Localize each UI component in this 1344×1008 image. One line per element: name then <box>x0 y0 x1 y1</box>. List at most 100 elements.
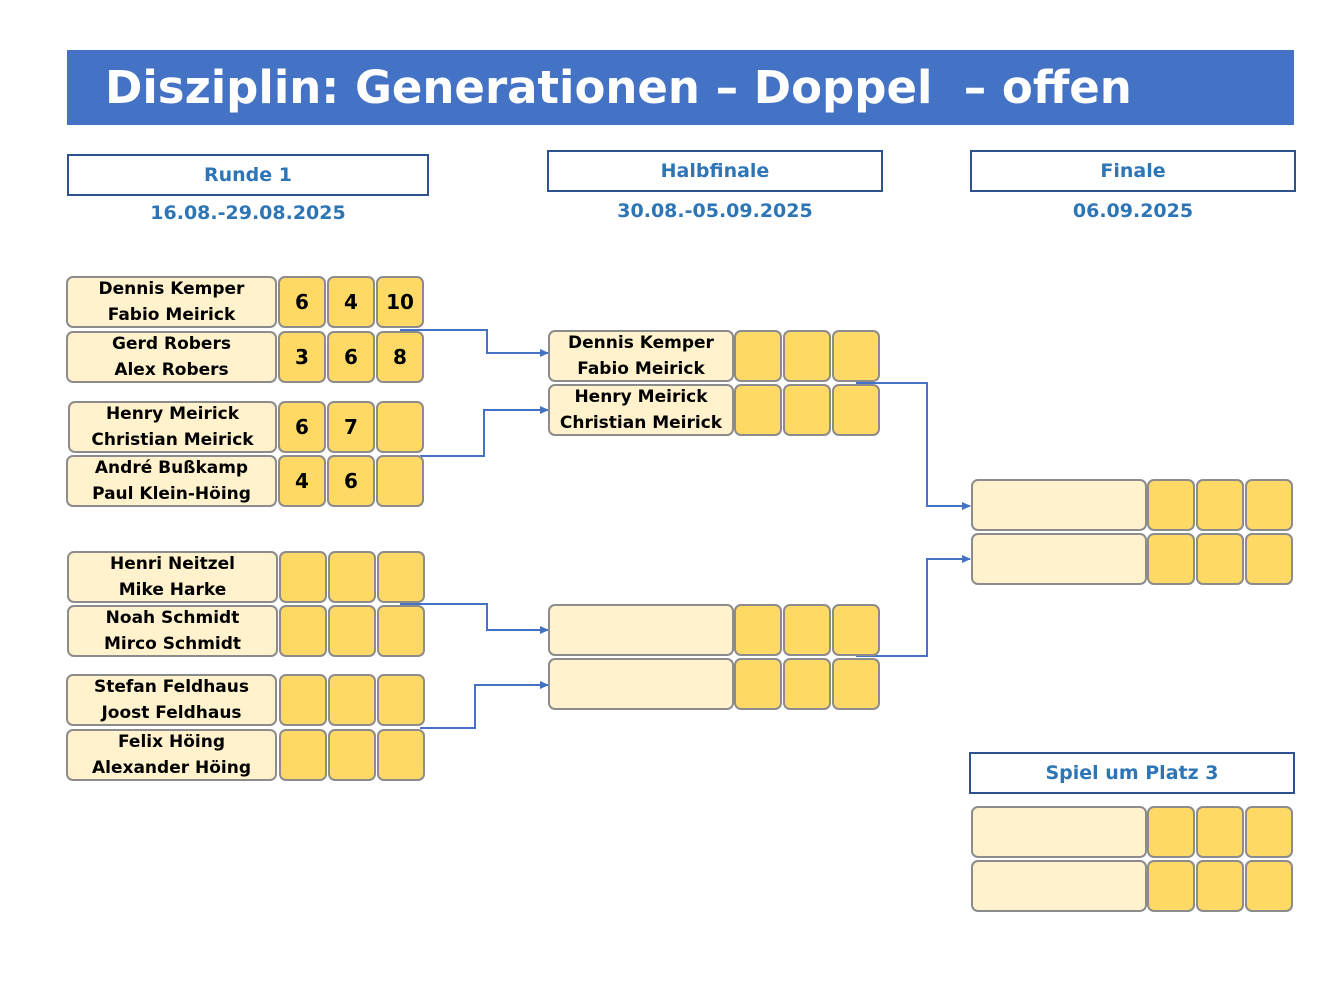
third_place_match-match-1-team-2 <box>971 860 1147 912</box>
round1-match-1-team-2-set-3-score: 8 <box>376 331 424 383</box>
final-match-1-team-1 <box>971 479 1147 531</box>
connector-r1-m3 <box>400 603 549 634</box>
final-match-1-team-2-set-2-score <box>1196 533 1244 585</box>
semifinal-match-2-team-1-set-2-score <box>783 604 831 656</box>
round1-match-2-team-2-set-2-score: 6 <box>327 455 375 507</box>
page-title: Disziplin: Generationen – Doppel – offen <box>105 61 1132 114</box>
round1-match-3-team-1-set-2-score <box>328 551 376 603</box>
round1-match-3-team-1-set-3-score <box>377 551 425 603</box>
semifinal-match-1-team-1-set-1-score <box>734 330 782 382</box>
player-name-2: Alex Robers <box>114 360 229 380</box>
connector-r1-m2 <box>420 406 549 457</box>
semifinal-match-2-team-1 <box>548 604 734 656</box>
final-match-1-team-2-set-1-score <box>1147 533 1195 585</box>
final-match-1-team-2-set-3-score <box>1245 533 1293 585</box>
round-header-finale: Finale <box>970 150 1296 192</box>
final-match-1-team-2 <box>971 533 1147 585</box>
player-name-2: Mike Harke <box>118 580 227 600</box>
player-name-1: Dennis Kemper <box>98 279 245 299</box>
round-dates-runde-1: 16.08.-29.08.2025 <box>150 202 346 224</box>
connector-r1-m1 <box>400 329 549 357</box>
round1-match-3-team-2-set-2-score <box>328 605 376 657</box>
player-name-2: Mirco Schmidt <box>103 634 242 654</box>
round1-match-2-team-1-set-1-score: 6 <box>278 401 326 453</box>
third_place_match-match-1-team-1-set-1-score <box>1147 806 1195 858</box>
player-name-1: Henri Neitzel <box>110 554 235 574</box>
round-header-third-place: Spiel um Platz 3 <box>969 752 1295 794</box>
player-name-1: Dennis Kemper <box>568 333 714 353</box>
semifinal-match-2-team-2-set-2-score <box>783 658 831 710</box>
semifinal-match-2-team-2 <box>548 658 734 710</box>
final-match-1-team-1-set-2-score <box>1196 479 1244 531</box>
semifinal-match-2-team-2-set-3-score <box>832 658 880 710</box>
player-name-1: Felix Höing <box>118 732 225 752</box>
player-name-2: Fabio Meirick <box>577 359 705 379</box>
semifinal-match-1-team-2-set-1-score <box>734 384 782 436</box>
player-name-1: Noah Schmidt <box>105 608 240 628</box>
semifinal-match-1-team-1-set-2-score <box>783 330 831 382</box>
round1-match-3-team-2-set-1-score <box>279 605 327 657</box>
connector-sf-m2 <box>856 555 971 657</box>
round1-match-1-team-1-set-2-score: 4 <box>327 276 375 328</box>
round1-match-4-team-1-set-3-score <box>377 674 425 726</box>
final-match-1-team-1-set-3-score <box>1245 479 1293 531</box>
player-name-2: Fabio Meirick <box>107 305 236 325</box>
third_place_match-match-1-team-2-set-2-score <box>1196 860 1244 912</box>
third_place_match-match-1-team-2-set-1-score <box>1147 860 1195 912</box>
player-name-2: Christian Meirick <box>559 413 723 433</box>
round1-match-4-team-2-set-1-score <box>279 729 327 781</box>
round-dates-finale: 06.09.2025 <box>1072 200 1194 222</box>
player-name-1: Stefan Feldhaus <box>93 677 250 697</box>
round1-match-4-team-2-set-2-score <box>328 729 376 781</box>
player-name-1: André Bußkamp <box>94 458 249 478</box>
round1-match-1-team-2-set-1-score: 3 <box>278 331 326 383</box>
connector-r1-m4 <box>420 681 549 729</box>
round1-match-2-team-1-set-3-score <box>376 401 424 453</box>
semifinal-match-2-team-2-set-1-score <box>734 658 782 710</box>
round-header-runde-1: Runde 1 <box>67 154 429 196</box>
round1-match-4-team-2-set-3-score <box>377 729 425 781</box>
semifinal-match-2-team-1-set-3-score <box>832 604 880 656</box>
third_place_match-match-1-team-1-set-3-score <box>1245 806 1293 858</box>
player-name-2: Christian Meirick <box>91 430 254 450</box>
third_place_match-match-1-team-1-set-2-score <box>1196 806 1244 858</box>
round1-match-4-team-1-set-1-score <box>279 674 327 726</box>
round-header-halbfinale: Halbfinale <box>547 150 883 192</box>
round1-match-2-team-1-set-2-score: 7 <box>327 401 375 453</box>
round1-match-1-team-1-set-3-score: 10 <box>376 276 424 328</box>
final-match-1-team-1-set-1-score <box>1147 479 1195 531</box>
round-dates-halbfinale: 30.08.-05.09.2025 <box>617 200 813 222</box>
round1-match-3-team-2-set-3-score <box>377 605 425 657</box>
semifinal-match-1-team-2-set-2-score <box>783 384 831 436</box>
third_place_match-match-1-team-1 <box>971 806 1147 858</box>
title-bar: Disziplin: Generationen – Doppel – offen <box>67 50 1294 125</box>
round1-match-4-team-1-set-2-score <box>328 674 376 726</box>
player-name-2: Paul Klein-Höing <box>92 484 251 504</box>
semifinal-match-1-team-1-set-3-score <box>832 330 880 382</box>
player-name-2: Alexander Höing <box>91 758 252 778</box>
player-name-1: Henry Meirick <box>574 387 708 407</box>
round1-match-1-team-2-set-2-score: 6 <box>327 331 375 383</box>
connector-sf-m1 <box>856 382 971 510</box>
round1-match-3-team-1-set-1-score <box>279 551 327 603</box>
third_place_match-match-1-team-2-set-3-score <box>1245 860 1293 912</box>
round1-match-2-team-2-set-1-score: 4 <box>278 455 326 507</box>
semifinal-match-2-team-1-set-1-score <box>734 604 782 656</box>
player-name-1: Henry Meirick <box>105 404 240 424</box>
semifinal-match-1-team-2-set-3-score <box>832 384 880 436</box>
round1-match-1-team-1-set-1-score: 6 <box>278 276 326 328</box>
round1-match-2-team-2-set-3-score <box>376 455 424 507</box>
player-name-2: Joost Feldhaus <box>101 703 242 723</box>
player-name-1: Gerd Robers <box>112 334 231 354</box>
